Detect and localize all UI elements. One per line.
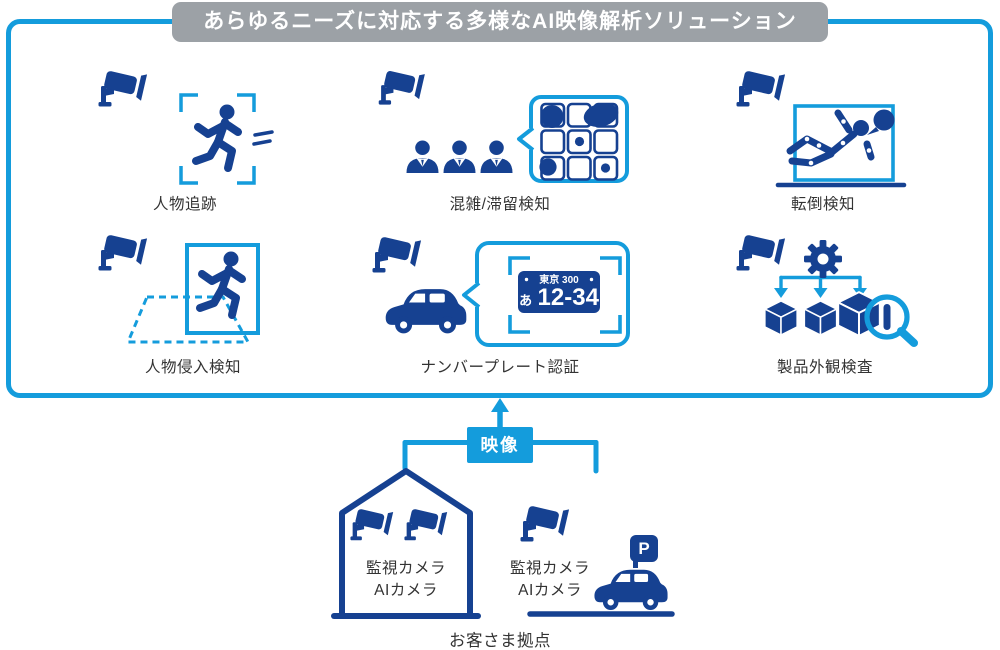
solution-label-intrusion: 人物侵入検知	[144, 359, 241, 376]
inspection-graphic	[764, 240, 918, 347]
license-plate-graphic: 東京 300 あ 12-34	[385, 241, 630, 347]
person-tracking-graphic	[179, 93, 274, 185]
svg-text:あ 12-34: あ 12-34	[519, 284, 600, 311]
plate-kana-text: あ	[519, 293, 532, 308]
building-camera-caption-1: 監視カメラ	[365, 560, 446, 577]
detection-frame	[185, 243, 260, 335]
heat-blob	[539, 103, 619, 176]
parking-camera-caption-1: 監視カメラ	[509, 560, 590, 577]
tracking-brackets-icon	[179, 93, 256, 185]
detection-frame	[793, 104, 895, 182]
car-icon	[592, 560, 670, 612]
solution-label-person-tracking: 人物追跡	[152, 196, 217, 213]
plate-number-text: 12-34	[538, 284, 600, 311]
congestion-graphic	[406, 95, 629, 183]
running-person-icon	[196, 105, 238, 169]
fallen-person-icon	[786, 109, 875, 167]
parking-camera-caption-2: AIカメラ	[518, 582, 582, 599]
corner-brackets	[508, 256, 622, 334]
parking-ground-line	[527, 611, 675, 617]
up-arrow-icon	[491, 398, 509, 412]
cctv-camera-icon	[404, 506, 448, 541]
solution-label-congestion: 混雑/滞留検知	[449, 196, 551, 213]
license-plate-bubble	[462, 241, 630, 347]
person-icon	[406, 140, 439, 173]
person-icon	[480, 140, 513, 173]
license-plate: 東京 300 あ 12-34	[518, 271, 600, 313]
cctv-camera-icon	[350, 506, 394, 541]
solution-label-inspection: 製品外観検査	[776, 359, 873, 376]
motion-lines-icon	[252, 130, 274, 146]
building-camera-caption-2: AIカメラ	[374, 582, 438, 599]
plate-region-text: 東京 300	[539, 273, 579, 286]
parking-sign-pole	[633, 561, 638, 568]
alert-balloon-icon	[867, 109, 895, 135]
fall-detection-graphic	[775, 104, 907, 188]
gear-icon	[804, 240, 842, 278]
solution-label-fall: 転倒検知	[790, 196, 855, 213]
cctv-camera-icon	[98, 68, 148, 108]
running-person-icon	[200, 252, 242, 316]
person-icon	[443, 140, 476, 173]
car-icon	[385, 289, 467, 334]
intrusion-area-dashed	[125, 295, 251, 344]
product-cubes-icon	[764, 291, 881, 337]
magnifier-icon	[864, 294, 918, 347]
video-label-box: 映像	[467, 427, 533, 463]
site-label: お客さま拠点	[449, 632, 551, 650]
heatmap-grid-bubble	[517, 95, 629, 183]
parking-sign: P	[630, 535, 658, 562]
intrusion-graphic	[125, 243, 260, 344]
solution-label-license-plate: ナンバープレート認証	[420, 359, 580, 376]
title-text: あらゆるニーズに対応する多様なAI映像解析ソリューション	[203, 10, 797, 33]
title-banner: あらゆるニーズに対応する多様なAI映像解析ソリューション	[172, 2, 828, 42]
cctv-camera-icon	[520, 503, 570, 543]
building-outline-icon	[331, 468, 481, 619]
